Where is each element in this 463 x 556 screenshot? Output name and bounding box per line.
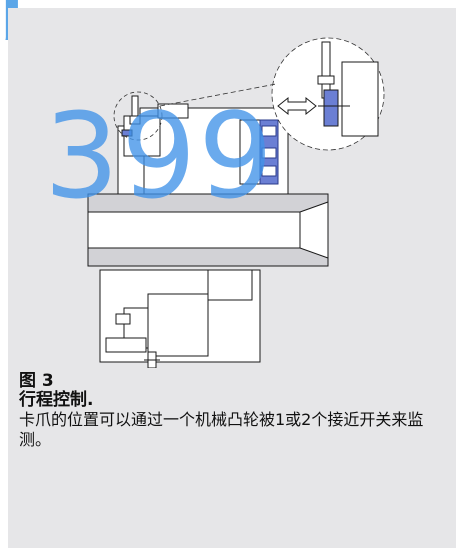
lower-block-right <box>207 269 253 301</box>
figure-number: 图 3 <box>19 371 54 391</box>
bolt-left <box>115 313 131 325</box>
figure-description: 卡爪的位置可以通过一个机械凸轮被1或2个接近开关来监测。 <box>19 410 424 449</box>
detail-marker-circle <box>113 91 163 141</box>
figure-caption: 图 3 行程控制. 卡爪的位置可以通过一个机械凸轮被1或2个接近开关来监测。 <box>19 372 439 450</box>
detail-cam <box>323 89 339 127</box>
shaft-bore <box>87 211 301 249</box>
figure-title: 行程控制. <box>19 390 94 410</box>
technical-drawing <box>87 37 385 368</box>
bolt-bottom <box>144 351 160 368</box>
jaw-right-block <box>239 119 261 185</box>
cam-highlight <box>259 119 279 185</box>
bottom-lip <box>105 337 147 353</box>
housing-lower-inner <box>147 293 209 357</box>
top-step <box>157 103 189 119</box>
detail-contents <box>317 41 379 137</box>
leader-line <box>159 83 277 107</box>
proximity-sensor-small <box>121 95 141 137</box>
shaft-taper <box>299 201 329 259</box>
double-arrow-icon <box>277 96 317 116</box>
